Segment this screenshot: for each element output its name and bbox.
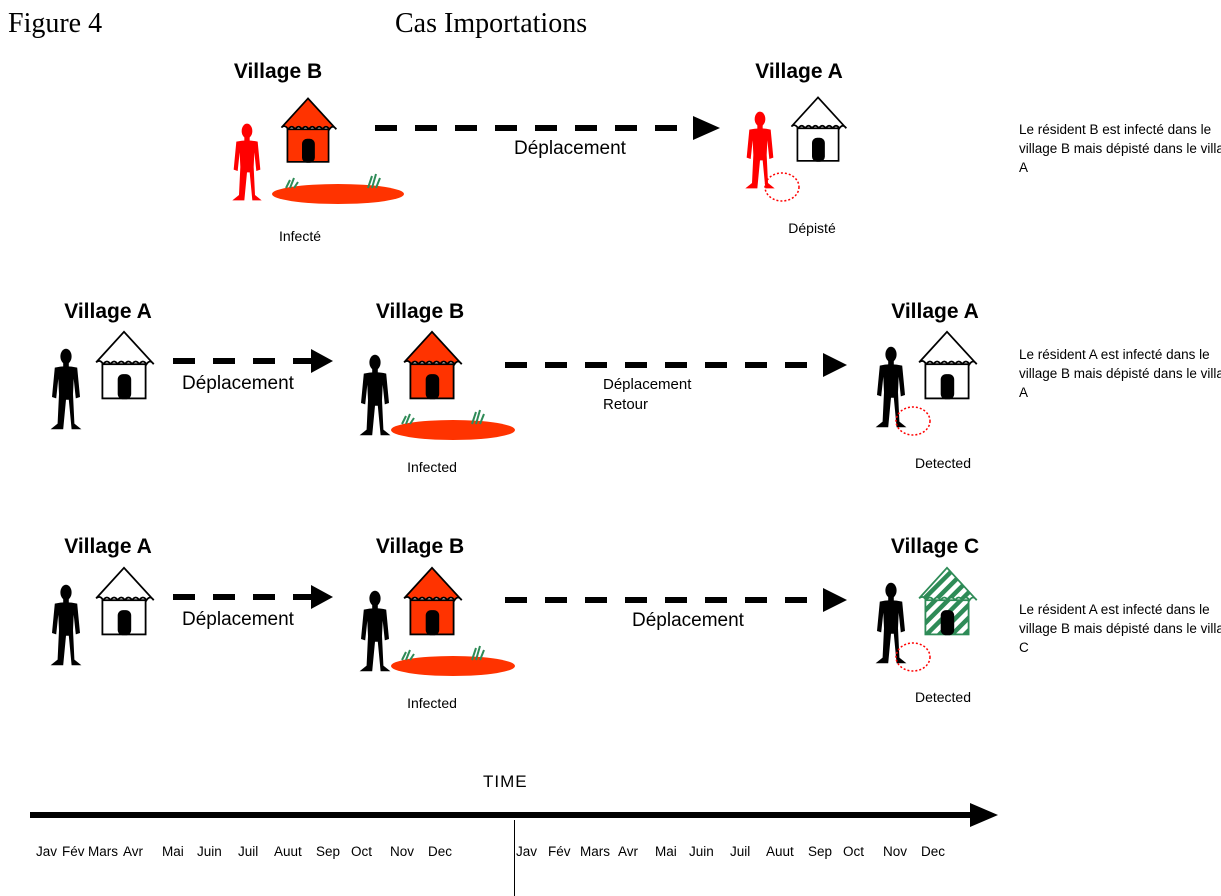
month-label: Sep (808, 844, 833, 859)
row2-movement-label-2-line1: Déplacement (603, 376, 692, 393)
row1-village-b-title: Village B (233, 60, 323, 83)
row2-village-b-title: Village B (375, 300, 465, 323)
row3-movement-label-2: Déplacement (632, 610, 744, 631)
month-label: Dec (428, 844, 453, 859)
row1-infected-ground-icon (272, 173, 404, 204)
month-label: Juil (730, 844, 751, 859)
month-label: Auut (766, 844, 794, 859)
row2-village-a-return-title: Village A (891, 300, 979, 323)
row2-note: Le résident A est infecté dans le villag… (1019, 347, 1221, 400)
month-label: Mai (162, 844, 184, 859)
row1-movement-label: Déplacement (514, 138, 626, 159)
row2-person-start-icon (50, 348, 82, 430)
row3-movement-arrow-1 (173, 585, 333, 609)
row2-movement-label-2-line2: Retour (603, 396, 649, 413)
row3-village-c-title: Village C (890, 535, 980, 558)
figure-label: Figure 4 (8, 8, 103, 39)
month-label: Jav (516, 844, 538, 859)
row2-status-infected: Infected (407, 459, 457, 475)
month-label: Oct (843, 844, 865, 859)
row3-person-start-icon (50, 584, 82, 666)
row2-movement-arrow-1 (173, 349, 333, 373)
timeline-label: TIME (483, 772, 528, 791)
month-label: Fév (62, 844, 85, 859)
row2-status-detected: Detected (914, 455, 972, 471)
row2-infected-ground-icon (391, 409, 515, 440)
row3-detection-circle-icon (895, 642, 931, 672)
row3-movement-arrow-2 (505, 588, 847, 612)
row1-status-detected: Dépisté (788, 220, 836, 236)
month-label: Juin (689, 844, 714, 859)
month-label: Jav (36, 844, 58, 859)
row3-village-b-hut-icon (403, 566, 463, 636)
month-label: Avr (618, 844, 639, 859)
row1-status-infected: Infecté (278, 228, 322, 244)
row2-village-a-return-hut-icon (918, 330, 978, 400)
row3-status-infected: Infected (407, 695, 457, 711)
month-label: Juin (197, 844, 222, 859)
row3-village-a-title: Village A (64, 535, 152, 558)
month-label: Fév (548, 844, 571, 859)
row3-village-a-hut-icon (95, 566, 155, 636)
month-label: Mai (655, 844, 677, 859)
month-label: Oct (351, 844, 373, 859)
month-label: Dec (921, 844, 946, 859)
timeline-arrow (30, 803, 998, 827)
row2-movement-arrow-2 (505, 353, 847, 377)
month-label: Nov (883, 844, 908, 859)
row1-village-a-hut-icon (790, 96, 848, 162)
row1-movement-arrow (375, 116, 720, 140)
month-label: Auut (274, 844, 302, 859)
figure-title: Cas Importations (395, 8, 588, 39)
row2-village-b-hut-icon (403, 330, 463, 400)
row2-detection-circle-icon (895, 406, 931, 436)
row2-movement-label-1: Déplacement (182, 373, 294, 394)
row1-infected-hut-icon (280, 97, 338, 163)
month-label: Juil (238, 844, 259, 859)
row3-note: Le résident A est infecté dans le villag… (1019, 602, 1221, 655)
row3-village-b-title: Village B (375, 535, 465, 558)
row3-village-c-hut-icon (918, 566, 978, 636)
row3-movement-label-1: Déplacement (182, 609, 294, 630)
month-label: Nov (390, 844, 415, 859)
month-label: Sep (316, 844, 341, 859)
row2-village-a-title: Village A (64, 300, 152, 323)
month-label: Mars (580, 844, 610, 859)
row3-infected-ground-icon (391, 645, 515, 676)
row1-village-a-title: Village A (755, 60, 843, 83)
row2-village-a-hut-icon (95, 330, 155, 400)
row2-movement-label-2: Déplacement Retour (603, 375, 691, 415)
month-label: Avr (123, 844, 144, 859)
row1-note: Le résident B est infecté dans le villag… (1019, 122, 1221, 175)
row1-detection-circle-icon (764, 172, 800, 202)
month-label: Mars (88, 844, 118, 859)
row3-status-detected: Detected (914, 689, 972, 705)
row1-infected-person-icon (232, 123, 262, 201)
year-divider-line (514, 820, 515, 896)
